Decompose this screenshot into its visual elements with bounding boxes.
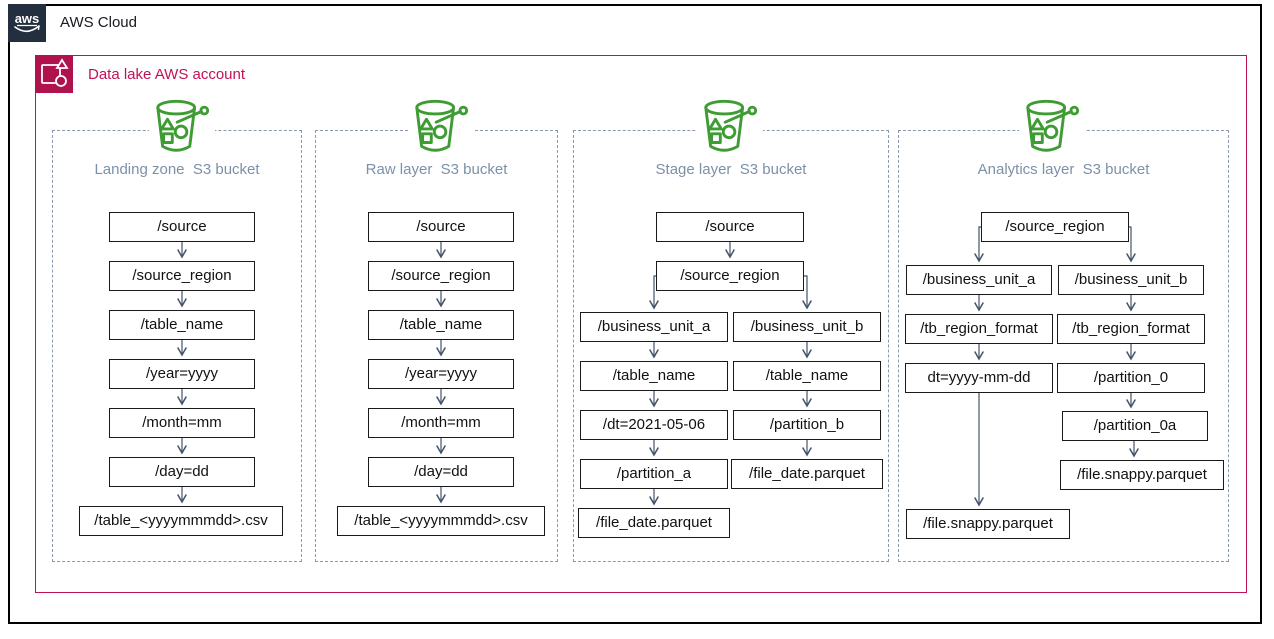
s3-path-node: /source_region bbox=[109, 261, 255, 291]
s3-path-node: /business_unit_a bbox=[580, 312, 728, 342]
s3-path-node: /business_unit_a bbox=[906, 265, 1052, 295]
data-lake-account-frame bbox=[35, 55, 1247, 593]
s3-path-node: /source_region bbox=[656, 261, 804, 291]
aws-cloud-label: AWS Cloud bbox=[60, 14, 137, 31]
analytics-layer-bucket-container bbox=[898, 130, 1229, 562]
s3-path-node: /tb_region_format bbox=[905, 314, 1053, 344]
s3-path-node: /table_name bbox=[580, 361, 728, 391]
s3-bucket-icon bbox=[1019, 96, 1085, 158]
s3-path-node: /source bbox=[656, 212, 804, 242]
s3-path-node: /file.snappy.parquet bbox=[906, 509, 1070, 539]
s3-path-node: /partition_b bbox=[733, 410, 881, 440]
s3-path-node: /source bbox=[109, 212, 255, 242]
column-title-raw: Raw layer S3 bucket bbox=[365, 161, 508, 178]
stage-layer-bucket-container bbox=[573, 130, 889, 562]
s3-bucket-icon bbox=[408, 96, 474, 158]
s3-bucket-icon bbox=[149, 96, 215, 158]
s3-path-node: /year=yyyy bbox=[368, 359, 514, 389]
s3-path-node: dt=yyyy-mm-dd bbox=[905, 363, 1053, 393]
s3-path-node: /source_region bbox=[368, 261, 514, 291]
s3-path-node: /table_<yyyymmmdd>.csv bbox=[79, 506, 283, 536]
s3-path-node: /file_date.parquet bbox=[731, 459, 883, 489]
s3-path-node: /source bbox=[368, 212, 514, 242]
column-title-analytics: Analytics layer S3 bucket bbox=[977, 161, 1150, 178]
s3-path-node: /partition_0 bbox=[1057, 363, 1205, 393]
s3-path-node: /business_unit_b bbox=[733, 312, 881, 342]
column-title-stage: Stage layer S3 bucket bbox=[655, 161, 807, 178]
s3-path-node: /tb_region_format bbox=[1057, 314, 1205, 344]
raw-layer-bucket-container bbox=[315, 130, 558, 562]
s3-path-node: /table_name bbox=[368, 310, 514, 340]
aws-cloud-icon: aws bbox=[8, 4, 46, 42]
s3-path-node: /business_unit_b bbox=[1058, 265, 1204, 295]
s3-bucket-icon bbox=[697, 96, 763, 158]
column-title-landing: Landing zone S3 bucket bbox=[94, 161, 260, 178]
s3-path-node: /table_<yyyymmmdd>.csv bbox=[337, 506, 545, 536]
s3-path-node: /file_date.parquet bbox=[578, 508, 730, 538]
aws-logo-text: aws bbox=[15, 11, 40, 26]
landing-zone-bucket-container bbox=[52, 130, 302, 562]
s3-path-node: /month=mm bbox=[109, 408, 255, 438]
aws-cloud-frame bbox=[8, 4, 1262, 624]
s3-path-node: /dt=2021-05-06 bbox=[580, 410, 728, 440]
s3-path-node: /partition_a bbox=[580, 459, 728, 489]
s3-path-node: /day=dd bbox=[368, 457, 514, 487]
data-lake-account-label: Data lake AWS account bbox=[88, 66, 246, 83]
s3-path-node: /partition_0a bbox=[1062, 411, 1208, 441]
s3-path-node: /file.snappy.parquet bbox=[1060, 460, 1224, 490]
s3-path-node: /month=mm bbox=[368, 408, 514, 438]
s3-path-node: /year=yyyy bbox=[109, 359, 255, 389]
s3-path-node: /table_name bbox=[109, 310, 255, 340]
s3-path-node: /source_region bbox=[981, 212, 1129, 242]
aws-logo-icon: aws bbox=[14, 11, 40, 33]
s3-path-node: /day=dd bbox=[109, 457, 255, 487]
s3-path-node: /table_name bbox=[733, 361, 881, 391]
aws-account-icon bbox=[35, 55, 73, 93]
